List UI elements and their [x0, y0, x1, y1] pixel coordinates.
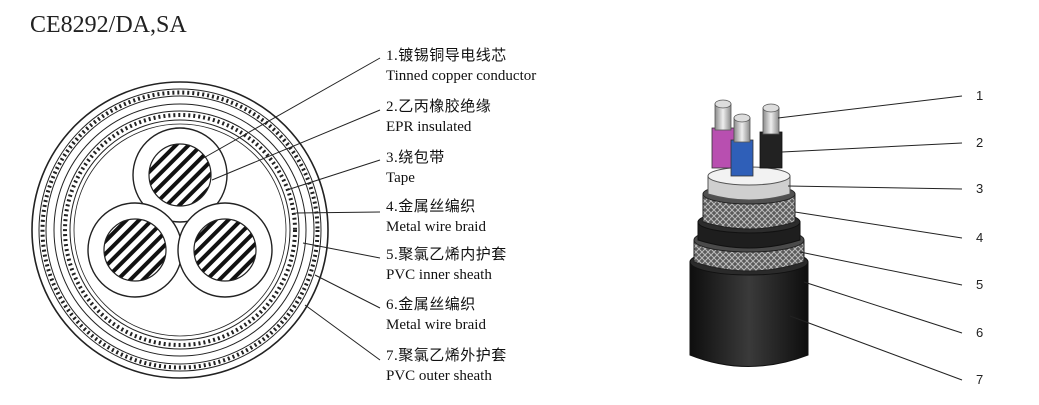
layer-4-en: Metal wire braid: [386, 219, 486, 235]
layer-5-cn: 5.聚氯乙烯内护套: [386, 247, 507, 263]
layer-number-6: 6: [976, 325, 984, 340]
leader-line-6: [314, 274, 381, 309]
layer-number-5: 5: [976, 277, 984, 292]
layer-label-3: 3.绕包带 Tape: [386, 148, 445, 188]
right-leader-7: [789, 315, 963, 381]
leader-line-7: [304, 304, 381, 361]
inner-braid-ring: [63, 113, 297, 347]
layer-6-cn: 6.金属丝编织: [386, 297, 476, 313]
layer-2-en: EPR insulated: [386, 119, 472, 135]
core-blue: [730, 139, 754, 177]
core-left: [87, 202, 183, 298]
outer-sheath-body: [689, 261, 809, 367]
outer-braid-ring: [40, 90, 320, 370]
layer-number-7: 7: [976, 372, 984, 387]
core-top: [132, 127, 228, 223]
layer-label-2: 2.乙丙橡胶绝缘 EPR insulated: [386, 97, 491, 137]
right-leader-1: [777, 95, 963, 119]
leader-line-1: [199, 57, 381, 161]
right-leader-5: [799, 251, 963, 286]
layer-7-cn: 7.聚氯乙烯外护套: [386, 348, 507, 364]
layer-2-cn: 2.乙丙橡胶绝缘: [386, 99, 492, 115]
cable-drawing: [689, 99, 809, 367]
leader-line-3: [286, 159, 381, 191]
layer-1-en: Tinned copper conductor: [386, 68, 537, 84]
core-right: [177, 202, 273, 298]
leader-line-5: [302, 242, 381, 259]
right-leader-4: [794, 211, 963, 239]
right-leader-2: [781, 142, 963, 153]
layer-number-2: 2: [976, 135, 984, 150]
cross-section: [31, 81, 329, 379]
leader-line-2: [211, 109, 381, 181]
right-leader-lines: [777, 95, 963, 381]
layer-number-1: 1: [976, 88, 984, 103]
layer-label-7: 7.聚氯乙烯外护套 PVC outer sheath: [386, 346, 507, 386]
layer-number-4: 4: [976, 230, 984, 245]
layer-label-6: 6.金属丝编织 Metal wire braid: [386, 295, 486, 335]
layer-1-cn: 1.镀锡铜导电线芯: [386, 48, 507, 64]
layer-label-1: 1.镀锡铜导电线芯 Tinned copper conductor: [386, 46, 536, 86]
right-leader-3: [787, 185, 963, 190]
diagram-title: CE8292/DA,SA: [30, 12, 187, 38]
layer-3-cn: 3.绕包带: [386, 150, 445, 166]
layer-6-en: Metal wire braid: [386, 317, 486, 333]
layer-5-en: PVC inner sheath: [386, 267, 492, 283]
layer-4-cn: 4.金属丝编织: [386, 199, 476, 215]
leader-line-4: [295, 211, 381, 214]
core-black: [759, 131, 783, 169]
layer-7-en: PVC outer sheath: [386, 368, 492, 384]
layer-label-5: 5.聚氯乙烯内护套 PVC inner sheath: [386, 245, 507, 285]
left-leader-lines: [199, 57, 381, 361]
layer-number-3: 3: [976, 181, 984, 196]
layer-3-en: Tape: [386, 170, 415, 186]
layer-label-4: 4.金属丝编织 Metal wire braid: [386, 197, 486, 237]
right-leader-6: [803, 281, 963, 334]
